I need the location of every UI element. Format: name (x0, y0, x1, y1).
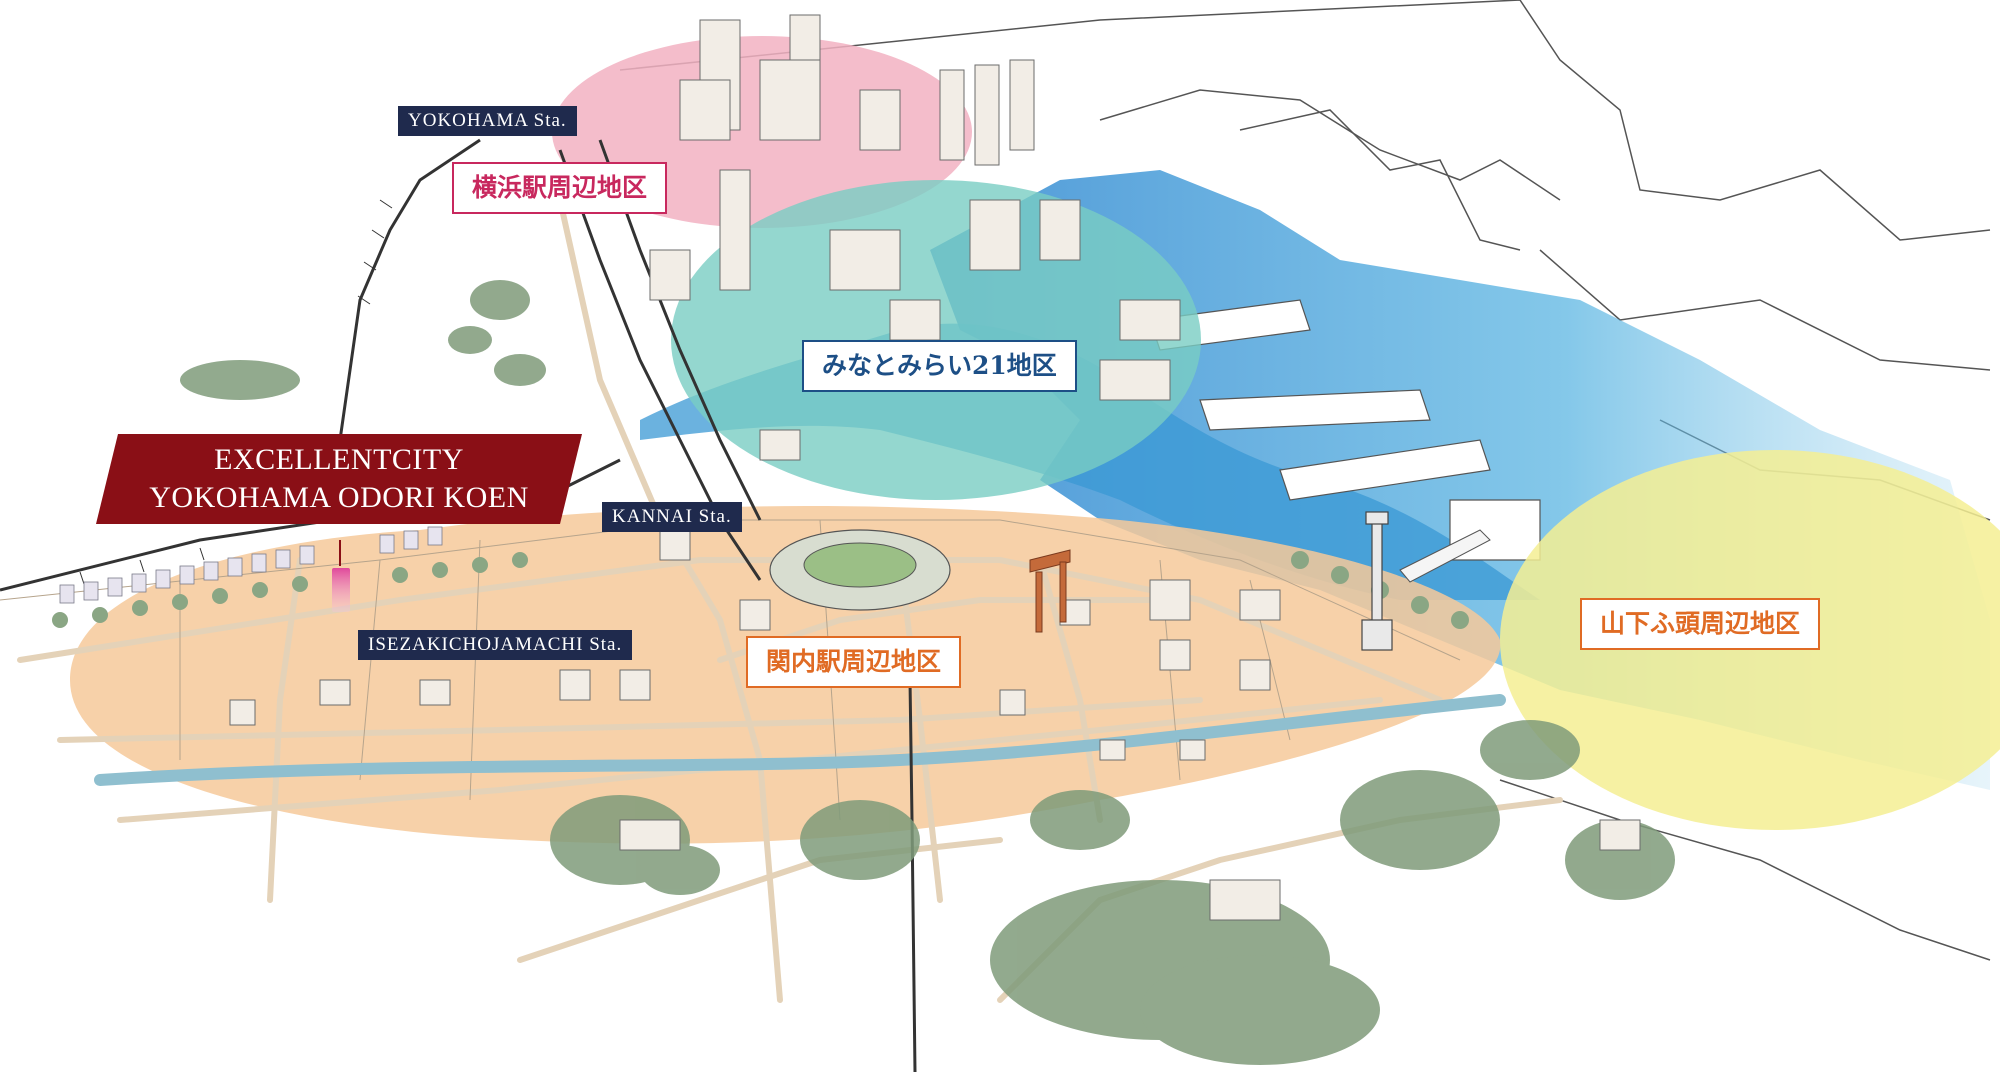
district-label-yokohama-station: 横浜駅周辺地区 (452, 162, 668, 214)
property-name-banner: EXCELLENTCITY YOKOHAMA ODORI KOEN (96, 434, 582, 524)
house-rows (59, 526, 443, 604)
marine-tower (1361, 511, 1393, 651)
station-label-isezakichojamachi: ISEZAKICHOJAMACHI Sta. (358, 630, 633, 660)
district-label-yamashita-pier: 山下ふ頭周辺地区 (1580, 598, 1821, 650)
property-name-line2: YOKOHAMA ODORI KOEN (149, 481, 529, 514)
station-label-kannai: KANNAI Sta. (602, 502, 742, 532)
ship (1399, 529, 1491, 583)
hero-building-marker (332, 568, 350, 612)
rail-ties (79, 199, 393, 585)
district-label-minatomirai: みなとみらい21地区 (802, 340, 1077, 392)
district-label-kannai-station: 関内駅周辺地区 (746, 636, 962, 688)
property-name-line1: EXCELLENTCITY (214, 443, 464, 476)
station-label-yokohama: YOKOHAMA Sta. (398, 106, 577, 136)
stadium (769, 529, 951, 611)
property-name-text: EXCELLENTCITY YOKOHAMA ODORI KOEN (96, 434, 582, 524)
chinatown-gate (1029, 549, 1071, 633)
buildings (229, 14, 1641, 921)
river (94, 694, 1506, 786)
